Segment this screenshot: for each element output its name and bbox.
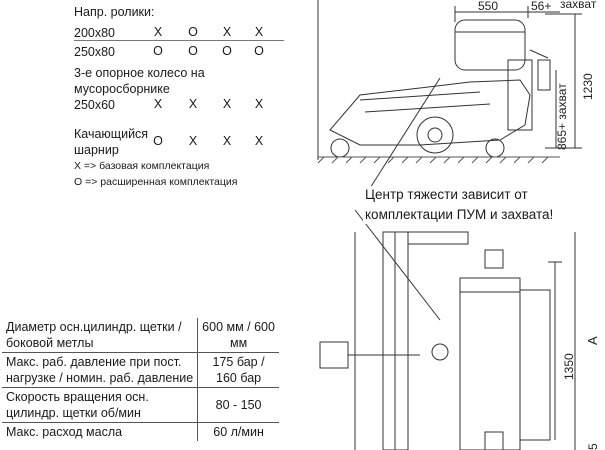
cg-note-line1: Центр тяжести зависит от [363,186,530,204]
cg-leaders [354,77,441,321]
attachment-top [519,289,551,441]
top-view [319,231,576,450]
hatch [415,156,423,164]
ground [317,156,560,164]
spec-label: Макс. раб. давление при пост.нагрузке / … [2,352,198,388]
dim-5-label: 5 [586,443,600,450]
hatch [373,156,381,164]
legend-extended: O => расширенная комплектация [74,176,238,188]
dim-1230-label: 1230 [581,73,595,100]
wheel [485,138,505,158]
option-mark: X [222,25,232,39]
option-mark: X [254,97,264,111]
option-label: шарнир [74,143,119,157]
hatch [317,156,325,164]
option-mark: X [188,97,198,111]
hatch [359,156,367,164]
option-mark: X [153,97,163,111]
option-mark: O [254,44,264,58]
spec-value: 60 л/мин [197,422,279,441]
dim-56-label: 56+ [531,0,551,13]
option-label: 250x60 [74,98,116,112]
attachment-plate [537,59,551,91]
caster-wheel [484,431,504,450]
side-broom [319,341,349,369]
hatch [471,156,479,164]
hatch [527,156,535,164]
hatch [443,156,451,164]
spec-label: Макс. расход масла [2,422,198,441]
table-row: Скорость вращения осн.цилиндр. щетки об/… [2,387,279,423]
dim-550-label: 550 [478,0,498,13]
option-mark: X [188,134,198,148]
hopper-top [459,277,521,450]
sweeper-body [329,79,531,146]
cg-note-line2: комплектации ПУМ и захвата! [363,206,556,224]
dim-grab-label: захват [560,0,597,11]
side-view [317,0,582,160]
attachment-hook [529,49,549,59]
attachment-frame [507,59,533,131]
table-row: Макс. расход масла 60 л/мин [2,422,279,441]
spec-label: Диаметр осн.цилиндр. щетки /боковой метл… [6,320,182,350]
brush-hub [427,127,443,143]
body-line [364,103,491,113]
option-mark: X [222,134,232,148]
option-mark: O [153,134,163,148]
option-mark: X [153,25,163,39]
hatch [513,156,521,164]
hatch [401,156,409,164]
body-line [359,91,481,101]
option-mark: O [188,44,198,58]
option-mark: O [153,44,163,58]
option-mark: X [222,97,232,111]
hatch [331,156,339,164]
leader-line [354,209,441,321]
spec-table: Диаметр осн.цилиндр. щетки /боковой метл… [2,318,279,441]
legend-basic: X => базовая комплектация [74,160,210,172]
dim-A-label: A [585,336,600,345]
hatch [485,156,493,164]
dim-865-label: 865+ захват [555,83,569,150]
hatch [429,156,437,164]
spec-value: 80 - 150 [197,387,279,423]
dim-1350-label: 1350 [562,353,576,380]
option-label: мусоросборнике [74,82,170,96]
leader-line [364,77,441,197]
hatch [345,156,353,164]
caster-wheel [484,249,504,269]
wheel [330,138,350,158]
hatch [499,156,507,164]
table-row: Диаметр осн.цилиндр. щетки /боковой метл… [2,318,279,353]
options-heading: Напр. ролики: [74,5,155,19]
frame-top [407,231,469,245]
option-label: 250x80 [74,45,116,59]
pivot [431,343,449,361]
spec-label: Скорость вращения осн.цилиндр. щетки об/… [2,387,198,423]
option-mark: O [222,44,232,58]
divider [74,40,284,41]
hatch [541,156,549,164]
spec-value: 175 бар /160 бар [197,352,279,388]
main-brush [416,116,454,154]
hatch [387,156,395,164]
option-mark: X [254,134,264,148]
option-mark: O [188,25,198,39]
option-label: Качающийся [74,127,149,141]
hatch [457,156,465,164]
option-label: 200x80 [74,26,116,40]
option-label: 3-е опорное колесо на [74,66,205,80]
table-row: Макс. раб. давление при пост.нагрузке / … [2,352,279,388]
option-mark: X [254,25,264,39]
hopper [454,19,526,71]
